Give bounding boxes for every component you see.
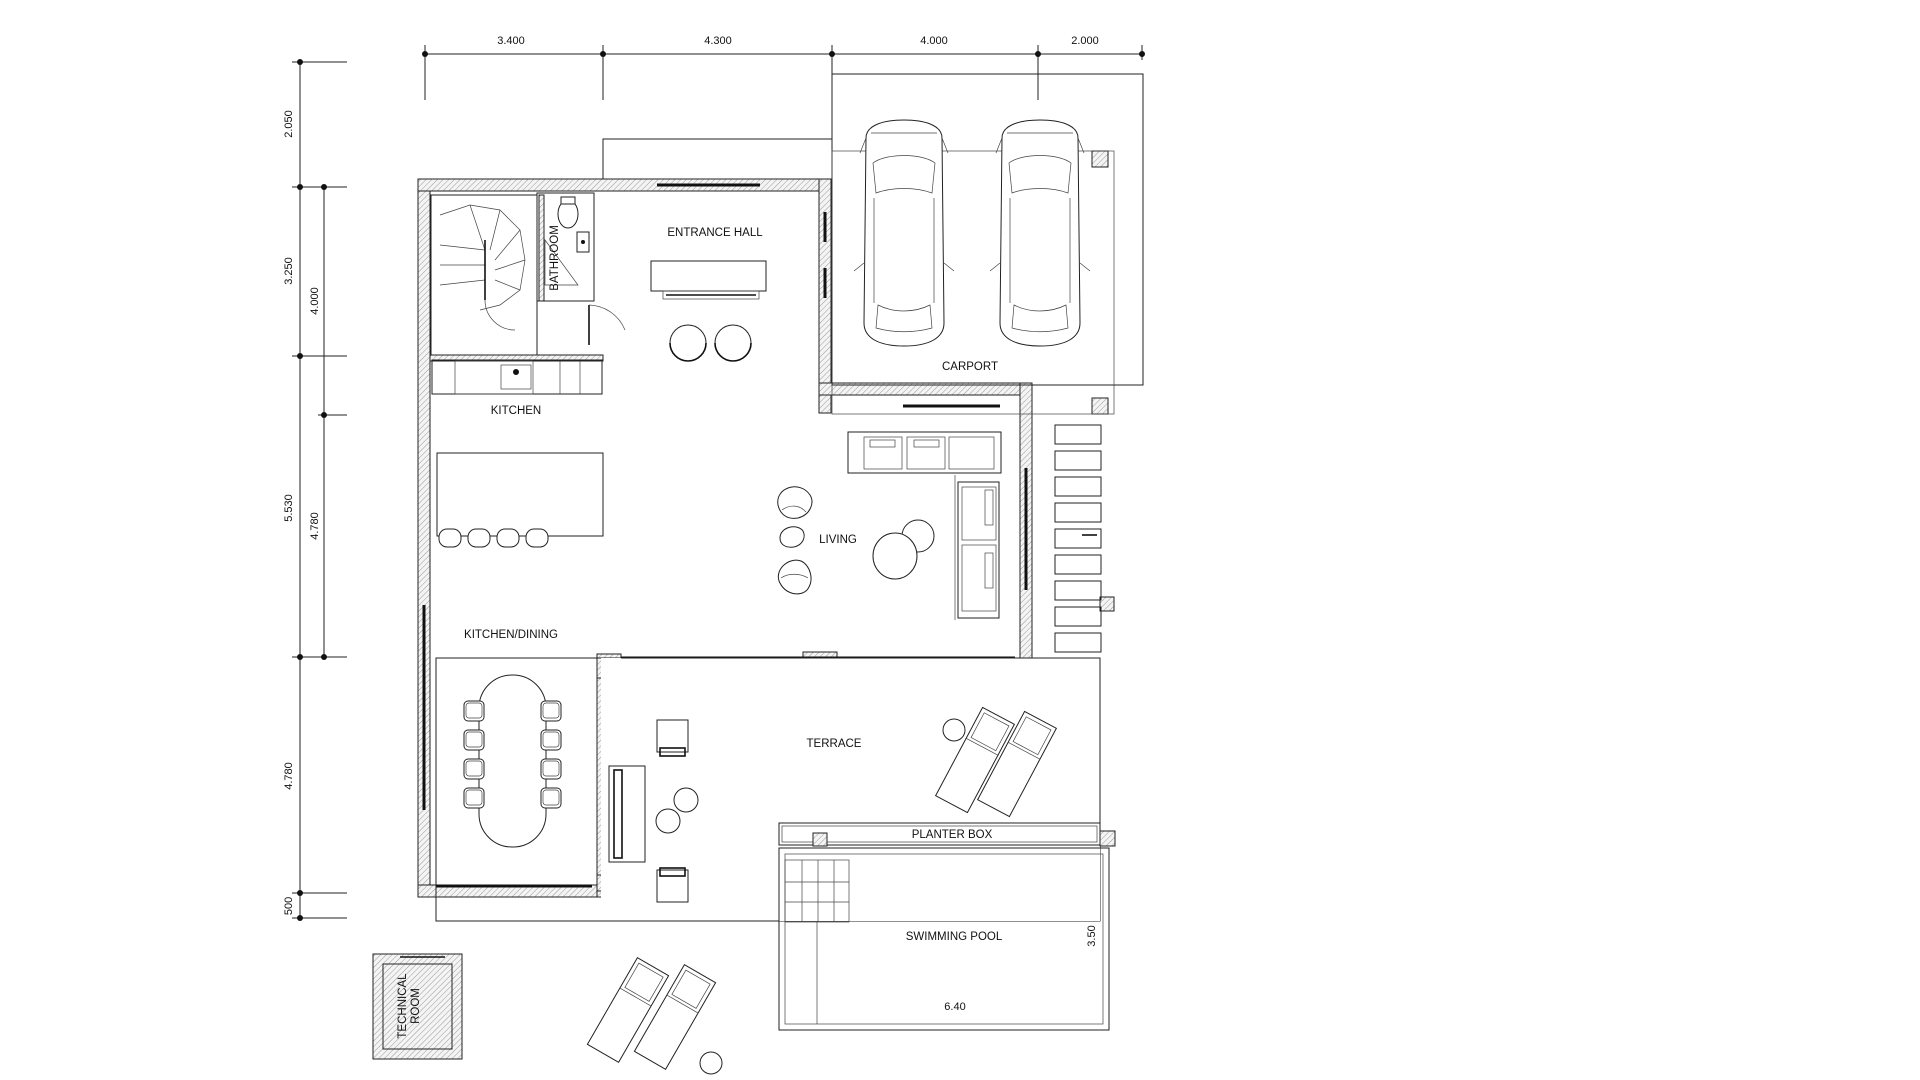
planter-box [778, 822, 1116, 847]
kitchen-island [436, 452, 604, 548]
technical-room-label-2: ROOM [410, 988, 422, 1024]
terrace-label: TERRACE [807, 738, 862, 750]
dim-left-4: 4.780 [283, 762, 295, 790]
swimming-pool-label: SWIMMING POOL [906, 931, 1003, 943]
technical-room: TECHNICAL ROOM [372, 953, 463, 1060]
dining-table [463, 674, 562, 848]
bathroom: BATHROOM [536, 192, 626, 345]
carport-label: CARPORT [942, 361, 998, 373]
entrance-canopy [602, 138, 833, 180]
living-label: LIVING [819, 534, 857, 546]
coffee-table [872, 519, 935, 580]
living-sofa [847, 431, 1002, 620]
stepping-stones [1054, 424, 1102, 653]
staircase [430, 194, 538, 356]
dim-top-2: 4.300 [704, 35, 732, 47]
entrance-console [650, 260, 767, 362]
swimming-pool [778, 847, 1110, 1031]
dim-left-3: 5.530 [283, 494, 295, 522]
dim-left-5: 500 [283, 897, 295, 915]
dim-inner-1: 4.000 [309, 287, 321, 315]
kitchen-counter [431, 359, 603, 395]
kitchen-label: KITCHEN [491, 405, 541, 417]
technical-room-label-1: TECHNICAL [397, 973, 409, 1039]
dim-top-1: 3.400 [497, 35, 525, 47]
living-lounge-chairs [777, 486, 813, 595]
dim-top-3: 4.000 [920, 35, 948, 47]
dim-top-4: 2.000 [1071, 35, 1099, 47]
dim-left-1: 2.050 [283, 110, 295, 138]
terrace-seating [608, 719, 699, 903]
carport [831, 73, 1144, 415]
car-icon [853, 119, 955, 347]
car-icon [989, 119, 1091, 347]
top-dimension-line: 3.400 4.300 4.000 2.000 [422, 35, 1145, 100]
pool-depth-label: 3.50 [1086, 925, 1098, 946]
kitchen-dining-label: KITCHEN/DINING [464, 629, 558, 641]
left-dimension-line: 2.050 3.250 5.530 4.780 500 4.000 4.780 [283, 59, 347, 921]
terrace-loungers [935, 706, 1057, 818]
dim-inner-2: 4.780 [309, 512, 321, 540]
planter-box-label: PLANTER BOX [912, 829, 993, 841]
pool-width-label: 6.40 [944, 1001, 965, 1013]
dim-left-2: 3.250 [283, 257, 295, 285]
garden-loungers [586, 957, 723, 1075]
entrance-hall-label: ENTRANCE HALL [667, 227, 763, 239]
bathroom-label: BATHROOM [549, 225, 561, 291]
